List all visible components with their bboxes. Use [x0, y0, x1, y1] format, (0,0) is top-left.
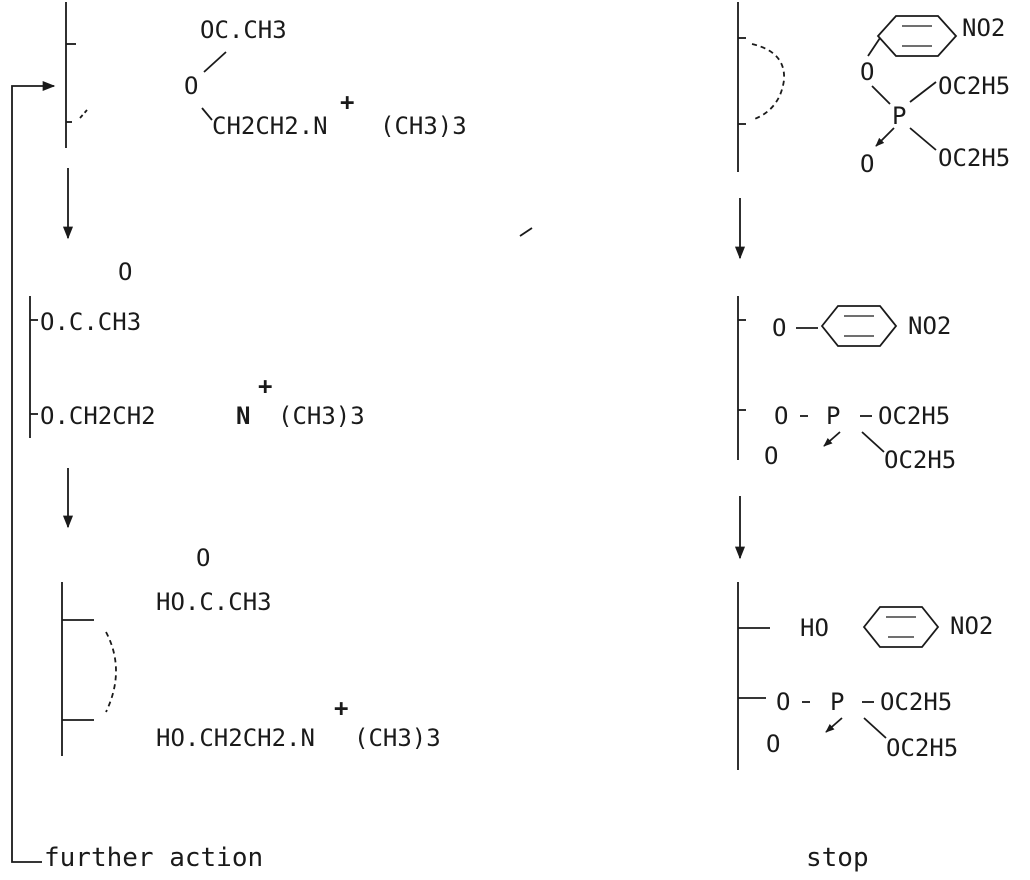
stop-label: stop [806, 843, 869, 873]
carbonyl-oxygen-label-3: O [196, 544, 210, 572]
ester-oxygen-label: O [184, 72, 198, 100]
ethoxy-label-3b: OC2H5 [886, 734, 958, 762]
carbonyl-oxygen-label: O [118, 258, 132, 286]
ethoxy-label-2b: OC2H5 [884, 446, 956, 474]
enzyme-oxygen-label-3: O [776, 688, 790, 716]
nitro-group-label-3: NO2 [950, 612, 993, 640]
choline-bound-label: O.CH2CH2 [40, 402, 156, 430]
trimethyl-label-3: (CH3)3 [354, 724, 441, 752]
phosphoryl-oxygen-label: O [860, 150, 874, 178]
acetyl-group-label: OC.CH3 [200, 16, 287, 44]
phosphorus-label: P [892, 102, 906, 130]
choline-chain-label: CH2CH2.N [212, 112, 328, 140]
ethoxy-label-2a: OC2H5 [878, 402, 950, 430]
loop-arrow [11, 80, 56, 863]
choline-label: HO.CH2CH2.N [156, 724, 315, 752]
enzyme-oxygen-label: O [774, 402, 788, 430]
phosphorus-label-3: P [830, 688, 844, 716]
further-action-label: further action [44, 843, 264, 873]
ethoxy-label-3a: OC2H5 [880, 688, 952, 716]
acetyl-enzyme-label: O.C.CH3 [40, 308, 141, 336]
positive-charge-label-3: + [334, 694, 348, 722]
acetic-acid-label: HO.C.CH3 [156, 588, 272, 616]
ethoxy-top-label: OC2H5 [938, 72, 1010, 100]
trimethyl-label-2: (CH3)3 [278, 402, 365, 430]
nitro-group-label: NO2 [962, 14, 1005, 42]
benzene-ring-icon [876, 15, 958, 57]
positive-charge-label: + [340, 88, 354, 116]
ethoxy-bottom-label: OC2H5 [938, 144, 1010, 172]
nitro-group-label-2: NO2 [908, 312, 951, 340]
o-link-label: O [772, 314, 786, 342]
trimethyl-label: (CH3)3 [380, 112, 467, 140]
ring-oxygen-label: O [860, 58, 874, 86]
hydroxyl-label: HO [800, 614, 829, 642]
nitrogen-label: N [236, 402, 250, 430]
phosphoryl-oxygen-label-3: O [766, 730, 780, 758]
benzene-ring-icon-3 [862, 606, 940, 648]
positive-charge-label-2: + [258, 372, 272, 400]
phosphorus-label-2: P [826, 402, 840, 430]
phosphoryl-oxygen-label-2: O [764, 442, 778, 470]
benzene-ring-icon-2 [820, 305, 898, 347]
